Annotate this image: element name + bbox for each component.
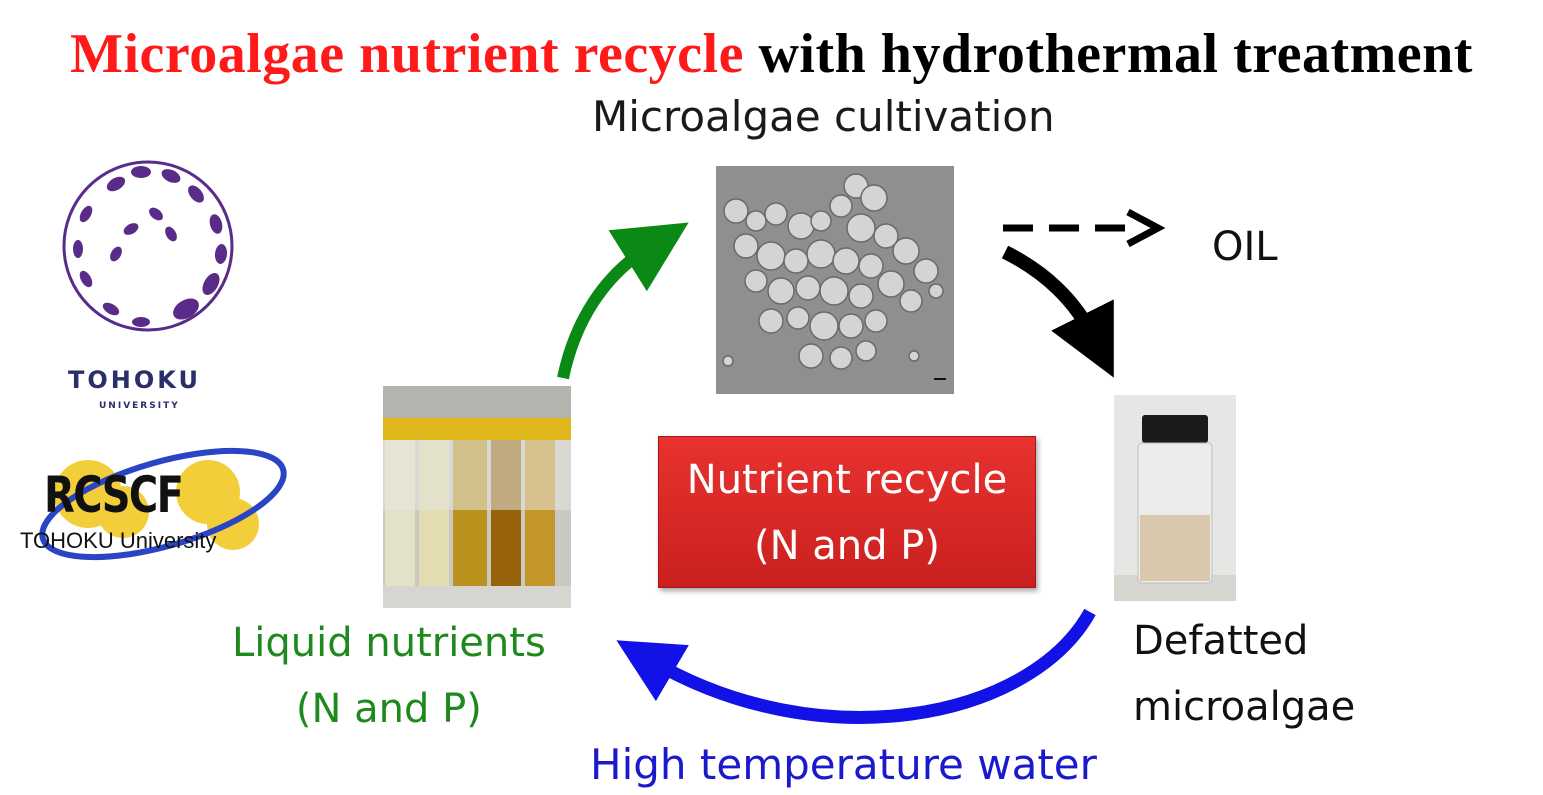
oil-label: OIL — [1212, 224, 1278, 270]
dashed-arrowhead — [1126, 208, 1166, 248]
liquid-line1: Liquid nutrients — [232, 620, 546, 666]
defatted-line1: Defatted — [1133, 618, 1309, 664]
tohoku-logo-name: TOHOKU — [68, 366, 201, 394]
blue-arrow — [616, 608, 1096, 724]
rcscf-logo-sub: TOHOKU University — [20, 528, 217, 553]
rcscf-logo-emblem — [39, 447, 287, 561]
liquid-nutrients-label: Liquid nutrients (N and P) — [232, 610, 546, 742]
defatted-vial-photo — [1114, 395, 1236, 601]
title-rest: with hydrothermal treatment — [743, 23, 1473, 85]
defatted-line2: microalgae — [1133, 684, 1356, 730]
recycle-line1: Nutrient recycle — [686, 457, 1008, 503]
nutrient-recycle-box: Nutrient recycle (N and P) — [658, 436, 1036, 588]
green-arrow — [557, 222, 689, 380]
cultivation-label: Microalgae cultivation — [592, 92, 1055, 141]
defatted-label: Defatted microalgae — [1133, 608, 1355, 740]
tohoku-logo-sub: UNIVERSITY — [99, 401, 180, 411]
black-arrow — [1001, 245, 1114, 378]
page-title: Microalgae nutrient recycle with hydroth… — [0, 22, 1543, 86]
liquid-nutrients-photo — [383, 386, 571, 608]
high-temp-water-label: High temperature water — [590, 740, 1097, 789]
tohoku-logo-emblem — [62, 160, 234, 332]
recycle-line2: (N and P) — [754, 523, 940, 569]
liquid-line2: (N and P) — [295, 686, 482, 732]
microalgae-photo — [716, 166, 954, 394]
rcscf-logo-name: RCSCF — [44, 466, 184, 524]
title-highlight: Microalgae nutrient recycle — [70, 23, 744, 85]
